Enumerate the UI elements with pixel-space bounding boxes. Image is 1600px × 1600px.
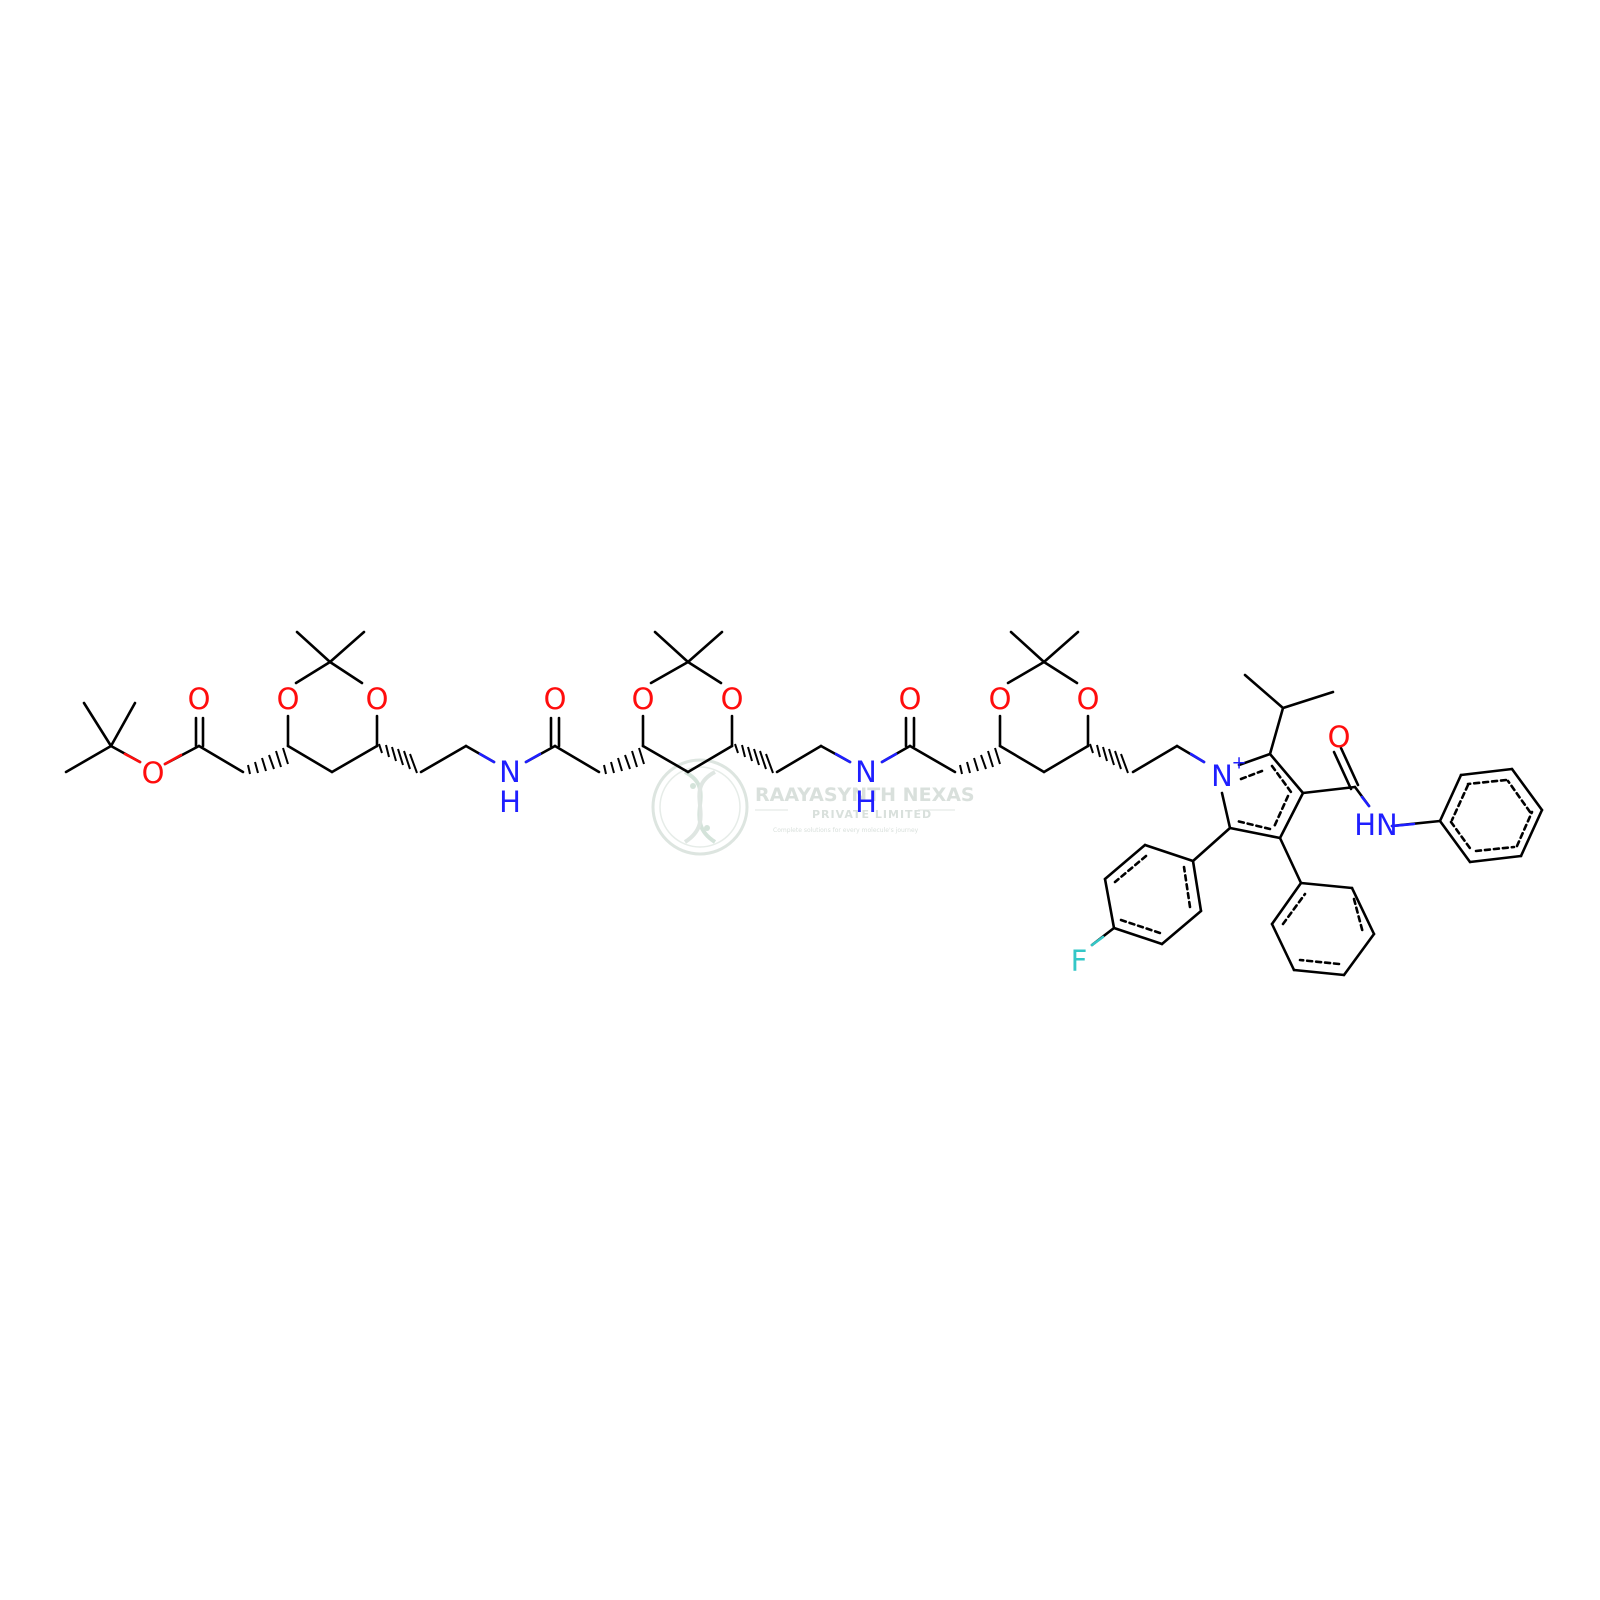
atom-n-amide2: N bbox=[855, 755, 877, 789]
atom-o-ring1-right: O bbox=[366, 682, 389, 716]
atom-h-amide2: H bbox=[855, 785, 877, 819]
hashed-wedges bbox=[247, 743, 1129, 775]
colored-bond-halves bbox=[123, 752, 1416, 947]
atom-n-amide1: N bbox=[499, 755, 521, 789]
watermark-tagline: Complete solutions for every molecule's … bbox=[773, 827, 919, 834]
atom-o-ester: O bbox=[142, 756, 165, 790]
watermark-title: RAAYASYNTH NEXAS bbox=[755, 784, 975, 806]
watermark: RAAYASYNTH NEXAS PRIVATE LIMITED Complet… bbox=[651, 758, 975, 856]
watermark-subtitle: PRIVATE LIMITED bbox=[812, 808, 932, 821]
atom-o-ring2-left: O bbox=[632, 682, 655, 716]
atom-charge-pyrrole: + bbox=[1231, 753, 1246, 774]
atom-labels: O O O O O N H O O O N H O O N + O HN F bbox=[142, 682, 1398, 978]
atom-h-amide1: H bbox=[499, 785, 521, 819]
atom-o-ring2-right: O bbox=[721, 682, 744, 716]
atom-o-ring1-left: O bbox=[277, 682, 300, 716]
atom-o-amide3: O bbox=[1328, 720, 1351, 754]
atom-o-ring3-left: O bbox=[989, 682, 1012, 716]
dna-helix-logo bbox=[651, 758, 749, 856]
atom-o-amide2: O bbox=[899, 682, 922, 716]
atom-o-carbonyl-ester: O bbox=[188, 682, 211, 716]
atom-o-ring3-right: O bbox=[1077, 682, 1100, 716]
atom-n-pyrrole: N bbox=[1211, 759, 1233, 793]
atom-nh-anilide: HN bbox=[1354, 808, 1398, 842]
atom-o-amide1: O bbox=[544, 682, 567, 716]
atom-f-fluoro: F bbox=[1071, 944, 1088, 978]
